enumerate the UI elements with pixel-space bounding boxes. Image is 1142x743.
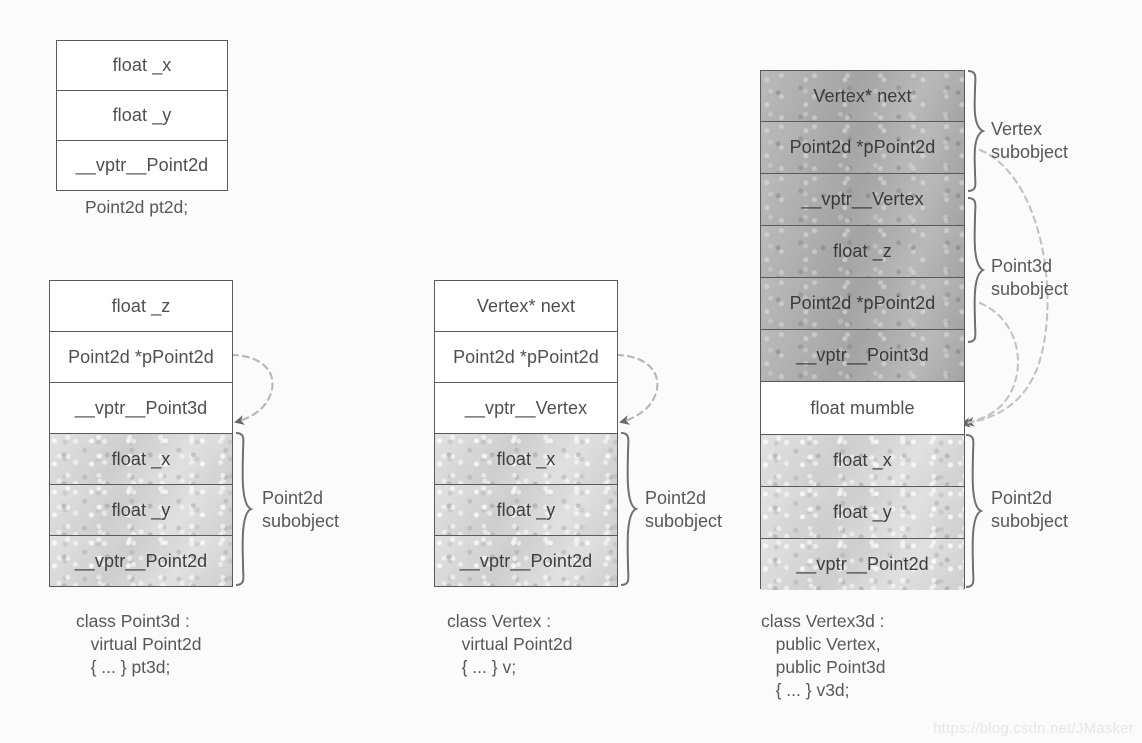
caption-point2d: Point2d pt2d;: [85, 197, 189, 217]
pointer-arc-vertex3d-point3d: [960, 301, 1019, 428]
slot-label: float _x: [833, 450, 892, 470]
slot-label: __vptr__Point2d: [459, 550, 593, 571]
slot-label: float _x: [496, 448, 556, 469]
brace-vertex3d-point2d: [965, 434, 984, 588]
label-vertex3d-point2d-subobject: Point2d subobject: [991, 488, 1069, 531]
slot-vertex3d-2: __vptr__Vertex: [761, 174, 964, 226]
slot-label: Point2d *pPoint2d: [453, 346, 599, 367]
slot-vertex3d-6: float mumble: [761, 382, 964, 435]
slot-label: Point2d *pPoint2d: [789, 137, 936, 157]
slot-label: __vptr__Point3d: [74, 397, 208, 418]
caption-vertex: class Vertex : virtual Point2d { ... } v…: [447, 611, 573, 677]
slot-label: __vptr__Vertex: [464, 397, 588, 418]
object-layout-point3d: float _z Point2d *pPoint2d __vptr__Point…: [49, 280, 233, 587]
slot-label: float _y: [496, 499, 556, 520]
slot-label: __vptr__Point2d: [74, 550, 208, 571]
slot-point3d-2: __vptr__Point3d: [50, 383, 232, 434]
slot-label: __vptr__Vertex: [801, 189, 924, 209]
brace-vertex-point2d: [620, 432, 639, 586]
slot-vertex-1: Point2d *pPoint2d: [435, 332, 617, 383]
watermark: https://blog.csdn.net/JMasker: [933, 720, 1134, 737]
object-layout-point2d: float _x float _y __vptr__Point2d: [56, 40, 228, 191]
slot-vertex3d-1: Point2d *pPoint2d: [761, 122, 964, 174]
slot-point3d-3: float _x: [50, 434, 232, 485]
slot-label: Point2d *pPoint2d: [68, 346, 214, 367]
slot-point3d-1: Point2d *pPoint2d: [50, 332, 232, 383]
slot-label: __vptr__Point2d: [796, 554, 929, 574]
slot-vertex-0: Vertex* next: [435, 281, 617, 332]
slot-label: Point2d *pPoint2d: [789, 293, 936, 313]
label-vertex3d-vertex-subobject: Vertex subobject: [991, 119, 1069, 162]
label-vertex-point2d-subobject: Point2d subobject: [645, 488, 723, 531]
slot-vertex3d-5: __vptr__Point3d: [761, 330, 964, 382]
slot-vertex3d-8: float _y: [761, 487, 964, 539]
slot-point2d-0: float _x: [57, 41, 227, 91]
brace-vertex3d-vertex: [967, 70, 986, 192]
slot-point3d-5: __vptr__Point2d: [50, 536, 232, 586]
slot-label: __vptr__Point2d: [75, 155, 209, 175]
object-layout-vertex: Vertex* next Point2d *pPoint2d __vptr__V…: [434, 280, 618, 587]
brace-point3d-point2d: [235, 432, 254, 586]
slot-label: Vertex* next: [476, 295, 576, 316]
pointer-arc-point3d: [230, 353, 274, 425]
slot-vertex-3: float _x: [435, 434, 617, 485]
slot-label: float _z: [833, 241, 892, 261]
slot-label: float mumble: [810, 397, 915, 418]
slot-label: float _y: [112, 105, 172, 125]
slot-point3d-4: float _y: [50, 485, 232, 536]
caption-point3d: class Point3d : virtual Point2d { ... } …: [76, 611, 202, 677]
slot-label: float _x: [111, 448, 171, 469]
slot-point2d-2: __vptr__Point2d: [57, 141, 227, 190]
slot-label: float _x: [112, 55, 172, 75]
label-vertex3d-point3d-subobject: Point3d subobject: [991, 256, 1069, 299]
caption-vertex3d: class Vertex3d : public Vertex, public P…: [761, 611, 886, 700]
slot-label: Vertex* next: [813, 85, 912, 106]
slot-vertex-2: __vptr__Vertex: [435, 383, 617, 434]
slot-label: float _z: [111, 295, 171, 316]
slot-vertex-5: __vptr__Point2d: [435, 536, 617, 586]
slot-point2d-1: float _y: [57, 91, 227, 141]
slot-label: float _y: [833, 502, 892, 522]
slot-label: __vptr__Point3d: [796, 345, 929, 365]
pointer-arc-vertex: [615, 353, 659, 425]
slot-label: float _y: [111, 499, 171, 520]
slot-vertex3d-4: Point2d *pPoint2d: [761, 278, 964, 330]
label-point3d-point2d-subobject: Point2d subobject: [262, 488, 340, 531]
slot-vertex3d-0: Vertex* next: [761, 71, 964, 122]
slot-vertex3d-7: float _x: [761, 435, 964, 487]
slot-point3d-0: float _z: [50, 281, 232, 332]
slot-vertex-4: float _y: [435, 485, 617, 536]
slot-vertex3d-3: float _z: [761, 226, 964, 278]
brace-vertex3d-point3d: [967, 197, 986, 343]
slot-vertex3d-9: __vptr__Point2d: [761, 539, 964, 590]
object-layout-vertex3d: Vertex* next Point2d *pPoint2d __vptr__V…: [760, 70, 965, 590]
